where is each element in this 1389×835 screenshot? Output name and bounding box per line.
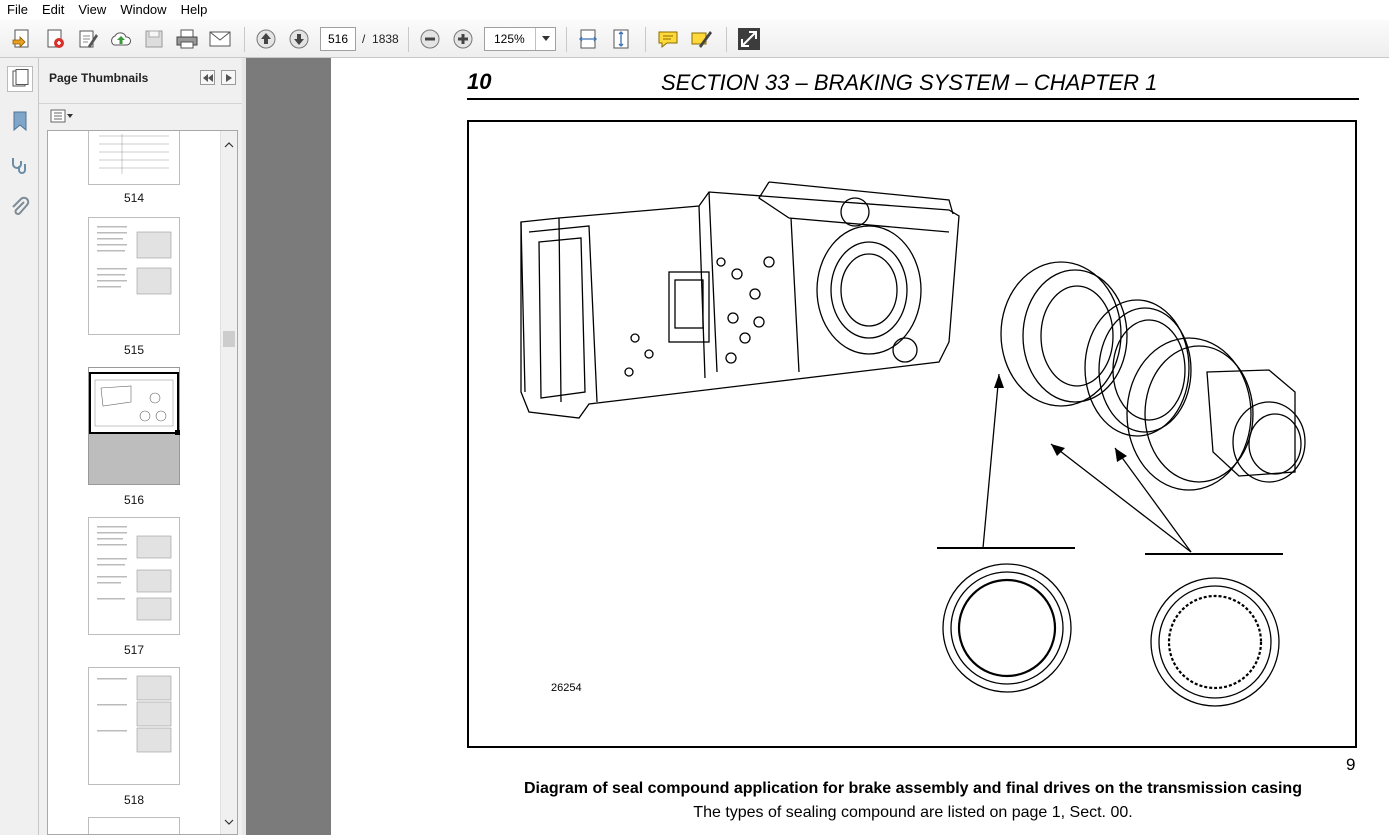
thumbnail-label: 516	[123, 493, 145, 507]
panel-title: Page Thumbnails	[49, 71, 149, 85]
upload-icon[interactable]	[107, 26, 135, 52]
total-pages: 1838	[372, 32, 399, 46]
figure-caption: Diagram of seal compound application for…	[524, 780, 1302, 797]
scroll-down-icon[interactable]	[224, 812, 234, 830]
thumbnail-label: 517	[123, 643, 145, 657]
page-separator: /	[362, 32, 366, 46]
zoom-out-icon[interactable]	[416, 26, 444, 52]
figure-frame: 26254	[467, 120, 1357, 748]
save-icon[interactable]	[140, 26, 168, 52]
header-rule	[467, 98, 1359, 100]
transmission-casing-diagram	[520, 181, 1306, 707]
menu-window[interactable]: Window	[120, 2, 167, 17]
attachment-icon[interactable]	[7, 194, 33, 220]
thumbnail-label: 515	[123, 343, 145, 357]
edit-icon[interactable]	[74, 26, 102, 52]
menu-view[interactable]: View	[78, 2, 107, 17]
zoom-value: 125%	[494, 32, 525, 46]
create-pdf-icon[interactable]	[41, 26, 69, 52]
document-area: 10 SECTION 33 – BRAKING SYSTEM – CHAPTER…	[246, 58, 1389, 835]
thumbnail-scrollbar[interactable]	[220, 131, 237, 834]
arrow-up-icon[interactable]	[252, 26, 280, 52]
scroll-up-icon[interactable]	[224, 135, 234, 153]
layers-icon[interactable]	[7, 152, 33, 178]
thumbnail-list: 514 515 516 517	[47, 130, 238, 835]
options-menu-icon[interactable]	[50, 108, 74, 124]
page-header-title: SECTION 33 – BRAKING SYSTEM – CHAPTER 1	[661, 70, 1158, 95]
print-icon[interactable]	[173, 26, 201, 52]
page-number-input[interactable]: 516	[320, 27, 356, 51]
figure-subcaption: The types of sealing compound are listed…	[693, 804, 1133, 821]
expand-panel-icon[interactable]	[221, 70, 236, 85]
arrow-down-icon[interactable]	[285, 26, 313, 52]
menu-edit[interactable]: Edit	[41, 2, 65, 17]
page-header-number: 10	[467, 69, 492, 94]
figure-code: 26254	[551, 682, 582, 694]
thumbnail-517[interactable]	[88, 517, 180, 635]
page-thumbnails-icon[interactable]	[7, 66, 33, 92]
figure-number: 9	[1346, 755, 1356, 774]
fit-width-icon[interactable]	[574, 26, 602, 52]
bookmark-icon[interactable]	[7, 108, 33, 134]
email-icon[interactable]	[206, 26, 234, 52]
collapse-panel-icon[interactable]	[200, 70, 215, 85]
fit-page-icon[interactable]	[607, 26, 635, 52]
zoom-select[interactable]: 125%	[484, 27, 556, 51]
toolbar: 516 / 1838 125%	[0, 20, 1389, 58]
menu-help[interactable]: Help	[180, 2, 208, 17]
zoom-in-icon[interactable]	[449, 26, 477, 52]
thumbnail-514[interactable]	[88, 131, 180, 185]
thumbnail-515[interactable]	[88, 217, 180, 335]
menu-bar: File Edit View Window Help	[0, 0, 1389, 20]
thumbnail-518[interactable]	[88, 667, 180, 785]
thumbnail-label: 518	[123, 793, 145, 807]
chevron-down-icon[interactable]	[535, 28, 555, 50]
sign-icon[interactable]	[687, 26, 715, 52]
menu-file[interactable]: File	[7, 2, 28, 17]
navigation-pane-strip	[0, 58, 39, 835]
comment-icon[interactable]	[654, 26, 682, 52]
open-icon[interactable]	[8, 26, 36, 52]
thumbnail-label: 514	[123, 191, 145, 205]
panel-splitter[interactable]	[242, 58, 246, 835]
scroll-thumb[interactable]	[223, 331, 235, 347]
expand-icon[interactable]	[735, 26, 763, 52]
pdf-page: 10 SECTION 33 – BRAKING SYSTEM – CHAPTER…	[331, 58, 1389, 835]
panel-toolbar	[39, 103, 242, 127]
page-total: / 1838	[362, 32, 399, 46]
thumbnail-next[interactable]	[88, 817, 180, 834]
thumbnail-516-selected[interactable]	[88, 367, 180, 485]
thumbnail-panel: Page Thumbnails 514 515	[39, 58, 242, 835]
